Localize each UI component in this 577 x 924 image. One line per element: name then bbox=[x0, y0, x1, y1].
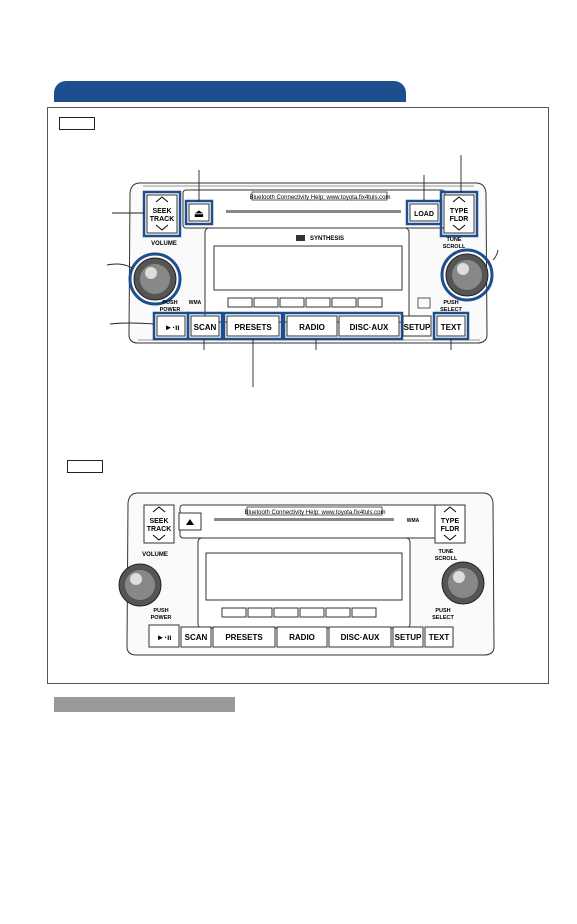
play-pause-button-bottom[interactable] bbox=[148, 624, 180, 648]
track-label-top: TRACK bbox=[150, 216, 175, 223]
presets-button-top[interactable] bbox=[226, 315, 280, 337]
cd-logo-top bbox=[417, 297, 431, 309]
seek-track-button-top[interactable] bbox=[146, 194, 178, 234]
power-label-bottom: POWER bbox=[151, 615, 172, 621]
figure-frame bbox=[47, 107, 549, 684]
callout-lines bbox=[106, 155, 499, 387]
push-label-left-top: PUSH bbox=[162, 300, 177, 306]
scroll-label-bottom: SCROLL bbox=[435, 556, 458, 562]
presets-label-top: PRESETS bbox=[234, 323, 272, 332]
radio-button-top[interactable] bbox=[286, 315, 338, 337]
fldr-label-top: FLDR bbox=[450, 216, 469, 223]
push-label-right-top: PUSH bbox=[443, 300, 458, 306]
play-pause-icon: ►·ıı bbox=[164, 323, 179, 332]
tune-knob-top[interactable] bbox=[440, 248, 494, 302]
volume-label-top: VOLUME bbox=[151, 241, 177, 247]
power-label-top: POWER bbox=[160, 307, 181, 313]
type-folder-button-top[interactable] bbox=[443, 194, 475, 234]
play-pause-button-top[interactable] bbox=[156, 315, 186, 337]
bluetooth-banner-text-bottom: Bluetooth Connectivity Help: www.toyota.… bbox=[244, 510, 385, 516]
type-folder-button-bottom[interactable] bbox=[434, 504, 466, 544]
subsection-header-bar bbox=[54, 697, 235, 712]
synthesis-logo: SYNTHESIS bbox=[310, 236, 344, 242]
scan-label-bottom: SCAN bbox=[185, 633, 208, 642]
fldr-label-bottom: FLDR bbox=[441, 526, 460, 533]
type-label-bottom: TYPE bbox=[441, 518, 460, 525]
seek-down-chevron-icon-bottom bbox=[152, 534, 166, 541]
scan-label-top: SCAN bbox=[194, 323, 217, 332]
radio-label-top: RADIO bbox=[299, 323, 325, 332]
disc-aux-button-top[interactable] bbox=[338, 315, 400, 337]
track-label-bottom: TRACK bbox=[147, 526, 172, 533]
text-label-top: TEXT bbox=[441, 323, 462, 332]
disc-aux-label-bottom: DISC·AUX bbox=[341, 633, 380, 642]
wma-logo-bottom: WMA bbox=[407, 518, 420, 524]
tune-label-bottom: TUNE bbox=[439, 549, 454, 555]
synthesis-logo-mark bbox=[296, 235, 305, 241]
volume-label-bottom: VOLUME bbox=[142, 552, 168, 558]
seek-label-bottom: SEEK bbox=[149, 518, 168, 525]
type-down-chevron-icon bbox=[452, 224, 466, 231]
section-header-bar bbox=[54, 81, 406, 102]
type-highlight bbox=[439, 190, 479, 238]
type-down-chevron-icon-bottom bbox=[443, 534, 457, 541]
bluetooth-banner-text-top: Bluetooth Connectivity Help: www.toyota.… bbox=[249, 195, 390, 201]
select-label-bottom: SELECT bbox=[432, 615, 454, 621]
seek-label-top: SEEK bbox=[152, 208, 171, 215]
scroll-label-top: SCROLL bbox=[443, 244, 466, 250]
scan-highlight bbox=[186, 311, 224, 341]
eject-button-top[interactable] bbox=[188, 203, 210, 222]
radio-disc-highlight bbox=[282, 311, 404, 341]
bluetooth-banner-top bbox=[251, 191, 388, 201]
model-label-box-top bbox=[59, 117, 95, 130]
preset-keys-bottom[interactable] bbox=[221, 607, 377, 618]
play-pause-icon-bottom: ►·ıı bbox=[156, 633, 171, 642]
type-up-chevron-icon bbox=[452, 196, 466, 203]
volume-knob-top[interactable] bbox=[128, 252, 182, 306]
presets-button-bottom[interactable] bbox=[212, 626, 276, 648]
setup-label-bottom: SETUP bbox=[395, 633, 422, 642]
disc-aux-label-top: DISC·AUX bbox=[350, 323, 389, 332]
radio-unit-top bbox=[128, 182, 488, 344]
push-label-right-bottom: PUSH bbox=[435, 608, 450, 614]
setup-button-bottom[interactable] bbox=[392, 626, 424, 648]
load-label: LOAD bbox=[414, 211, 434, 218]
radio-unit-bottom bbox=[126, 492, 495, 656]
preset-keys-top[interactable] bbox=[227, 297, 383, 308]
model-label-box-bottom bbox=[67, 460, 103, 473]
type-label-top: TYPE bbox=[450, 208, 469, 215]
radio-label-bottom: RADIO bbox=[289, 633, 315, 642]
seek-up-chevron-icon-bottom bbox=[152, 506, 166, 513]
select-label-top: SELECT bbox=[440, 307, 462, 313]
text-button-top[interactable] bbox=[436, 315, 466, 337]
seek-track-button-bottom[interactable] bbox=[143, 504, 175, 544]
text-button-bottom[interactable] bbox=[424, 626, 454, 648]
tune-knob-bottom[interactable] bbox=[441, 561, 485, 605]
volume-knob-bottom[interactable] bbox=[118, 563, 162, 607]
seek-highlight bbox=[142, 190, 182, 238]
seek-down-chevron-icon bbox=[155, 224, 169, 231]
push-label-left-bottom: PUSH bbox=[153, 608, 168, 614]
bluetooth-banner-bottom bbox=[246, 506, 383, 516]
disc-aux-button-bottom[interactable] bbox=[328, 626, 392, 648]
tune-label-top: TUNE bbox=[447, 237, 462, 243]
type-up-chevron-icon-bottom bbox=[443, 506, 457, 513]
seek-up-chevron-icon bbox=[155, 196, 169, 203]
eject-icon: ⏏ bbox=[194, 208, 204, 220]
eject-icon-bottom bbox=[186, 519, 194, 525]
scan-button-bottom[interactable] bbox=[180, 626, 212, 648]
setup-label-top: SETUP bbox=[404, 323, 431, 332]
presets-label-bottom: PRESETS bbox=[225, 633, 263, 642]
load-button[interactable] bbox=[409, 203, 439, 222]
scan-button-top[interactable] bbox=[190, 315, 220, 337]
setup-button-top[interactable] bbox=[402, 315, 432, 337]
radio-button-bottom[interactable] bbox=[276, 626, 328, 648]
wma-logo-top: WMA bbox=[189, 300, 202, 306]
text-label-bottom: TEXT bbox=[429, 633, 450, 642]
